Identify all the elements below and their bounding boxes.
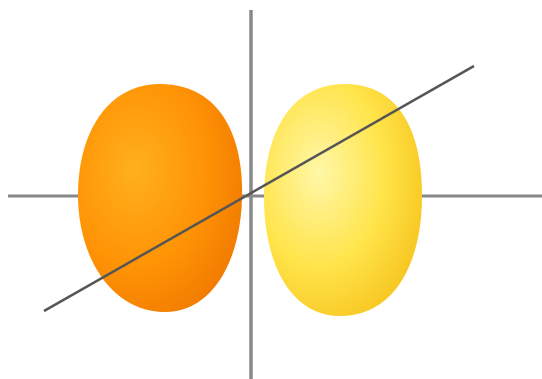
right-lobe [264,84,422,316]
